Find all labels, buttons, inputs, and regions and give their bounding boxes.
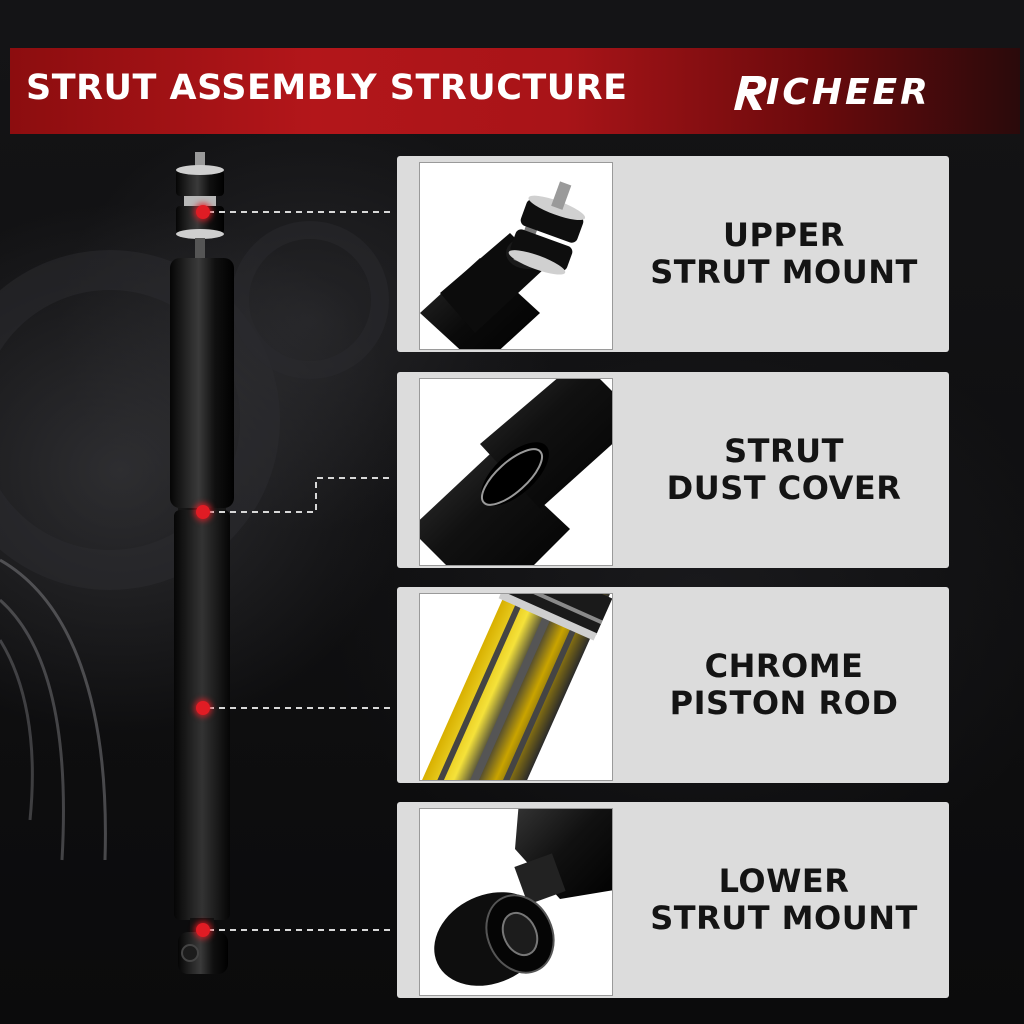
component-label: CHROME PISTON ROD xyxy=(670,648,899,722)
strut-illustration xyxy=(170,152,234,974)
component-label-line2: STRUT MOUNT xyxy=(650,899,918,937)
component-label-line2: PISTON ROD xyxy=(669,684,899,722)
component-card-dust-cover: STRUT DUST COVER xyxy=(397,372,949,568)
lower-mount-marker xyxy=(196,923,210,937)
component-label: STRUT DUST COVER xyxy=(667,433,902,507)
component-label-line2: STRUT MOUNT xyxy=(650,253,918,291)
page-title: STRUT ASSEMBLY STRUCTURE xyxy=(26,68,628,108)
component-label-line2: DUST COVER xyxy=(666,469,902,507)
lower-mount-photo xyxy=(419,808,613,996)
component-label-line1: LOWER xyxy=(718,862,850,900)
component-card-upper-mount: UPPER STRUT MOUNT xyxy=(397,156,949,352)
dust-cover-marker xyxy=(196,505,210,519)
component-label: UPPER STRUT MOUNT xyxy=(650,217,918,291)
component-label: LOWER STRUT MOUNT xyxy=(650,863,918,937)
brand-logo: ICHEER xyxy=(728,68,1008,116)
upper-mount-photo xyxy=(419,162,613,350)
piston-rod-photo xyxy=(419,593,613,781)
piston-rod-marker xyxy=(196,701,210,715)
header-banner: STRUT ASSEMBLY STRUCTURE ICHEER xyxy=(10,48,1020,134)
upper-mount-marker xyxy=(196,205,210,219)
component-card-lower-mount: LOWER STRUT MOUNT xyxy=(397,802,949,998)
component-label-line1: UPPER xyxy=(723,216,845,254)
component-label-line1: STRUT xyxy=(724,432,844,470)
component-card-piston-rod: CHROME PISTON ROD xyxy=(397,587,949,783)
logo-r-mark-icon xyxy=(734,76,767,110)
component-label-line1: CHROME xyxy=(704,647,864,685)
brand-name: ICHEER xyxy=(766,72,931,113)
dust-cover-photo xyxy=(419,378,613,566)
